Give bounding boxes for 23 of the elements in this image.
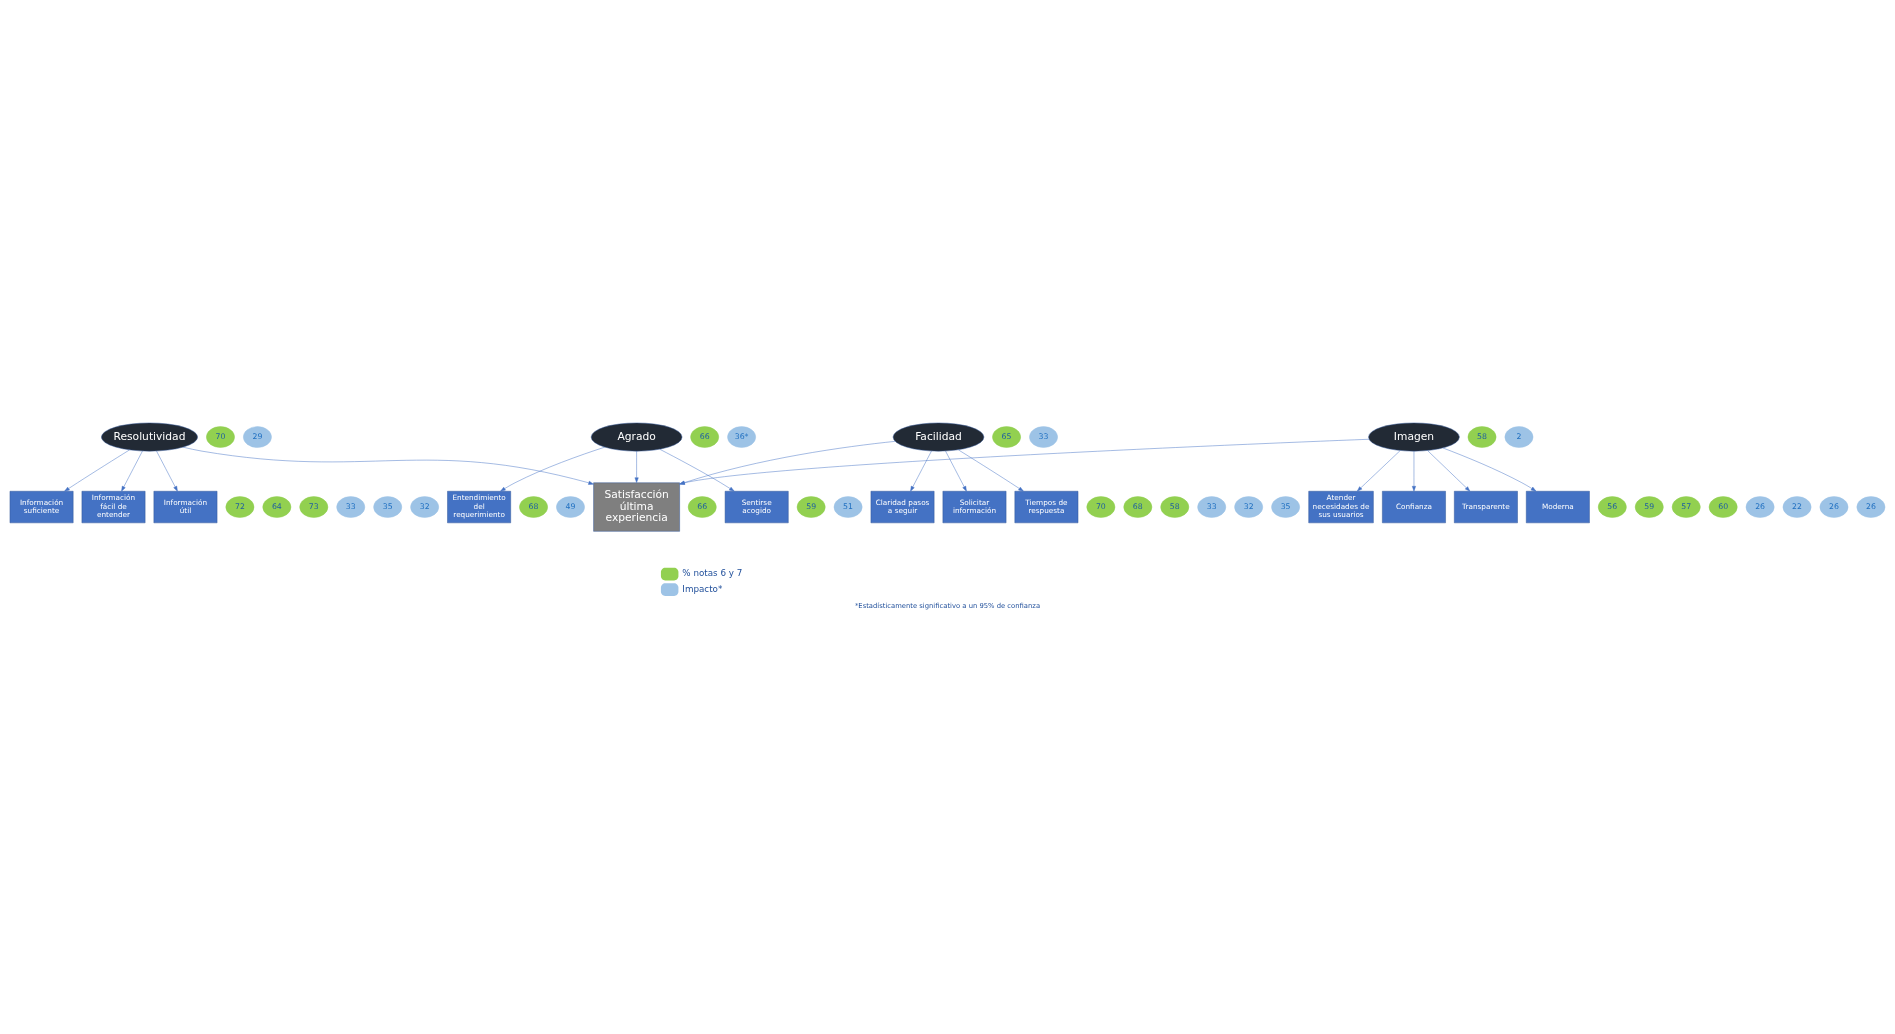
arrow — [1412, 450, 1416, 491]
arrow — [64, 449, 130, 491]
legend-label: Impacto* — [682, 583, 723, 594]
legend-label: % notas 6 y 7 — [682, 567, 743, 578]
arrow — [910, 450, 932, 491]
node-ellipse: Resolutividad — [101, 422, 198, 451]
arrow — [1427, 449, 1471, 491]
arrow — [1442, 447, 1537, 491]
arrow — [182, 446, 594, 485]
node-box: Satisfacción última experiencia — [593, 482, 680, 532]
arrow — [679, 438, 1370, 485]
arrow — [634, 450, 639, 483]
node-ellipse: Facilidad — [892, 422, 985, 451]
arrow — [121, 450, 143, 491]
node-ellipse: Agrado — [590, 422, 683, 451]
arrow — [659, 448, 735, 491]
arrow — [945, 450, 967, 491]
node-ellipse: Imagen — [1368, 422, 1460, 451]
arrow — [958, 449, 1024, 491]
arrow — [1357, 449, 1401, 491]
arrow — [500, 446, 606, 491]
arrow — [679, 440, 896, 485]
arrow — [156, 450, 178, 491]
